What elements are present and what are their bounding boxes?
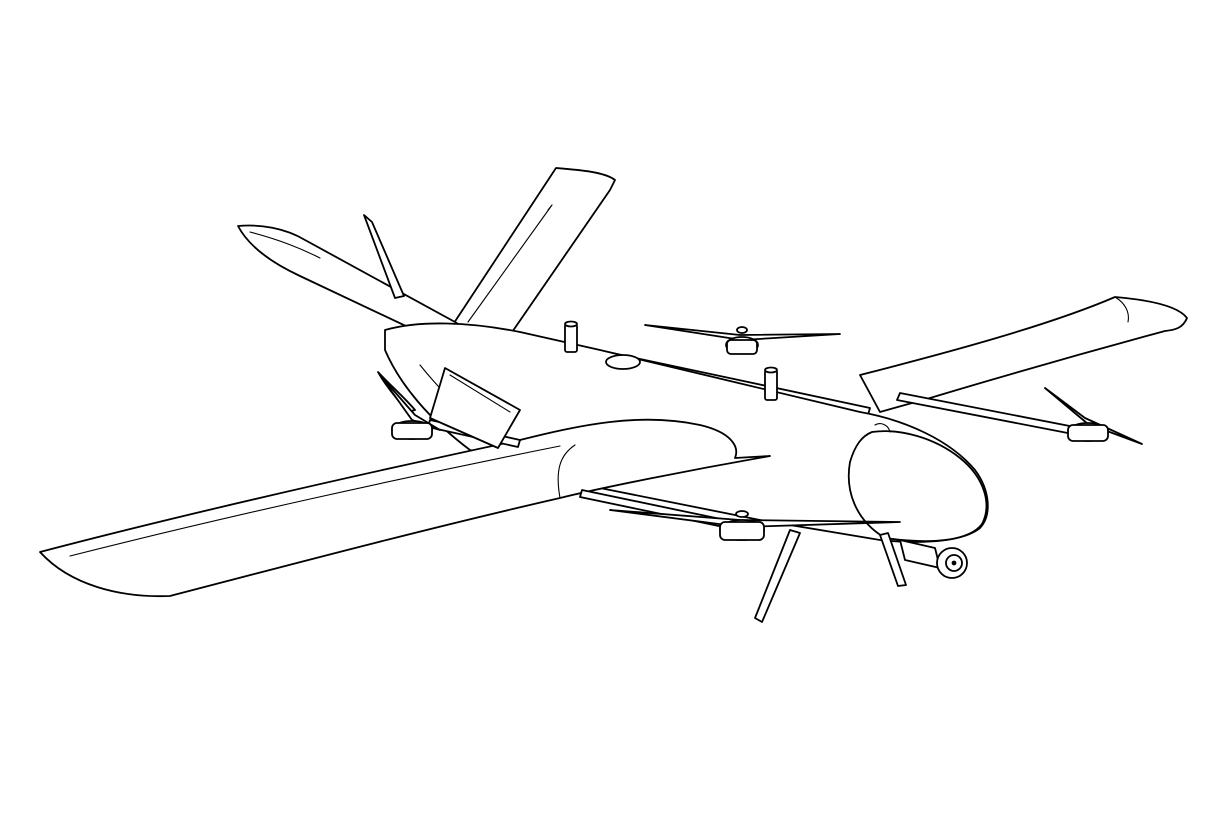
rotor-front-right	[1044, 387, 1143, 445]
top-masts	[564, 320, 778, 401]
rotor-rear-right	[644, 324, 841, 355]
payload-bay	[429, 367, 521, 449]
gimbal-camera	[899, 539, 968, 579]
rotor-front-left	[609, 509, 901, 541]
landing-struts	[754, 529, 907, 623]
left-wing	[39, 418, 771, 598]
rotor-rear-left	[379, 374, 441, 440]
nose-cone	[847, 423, 988, 542]
right-wing	[859, 296, 1188, 413]
vertical-stabilizer	[451, 167, 616, 339]
